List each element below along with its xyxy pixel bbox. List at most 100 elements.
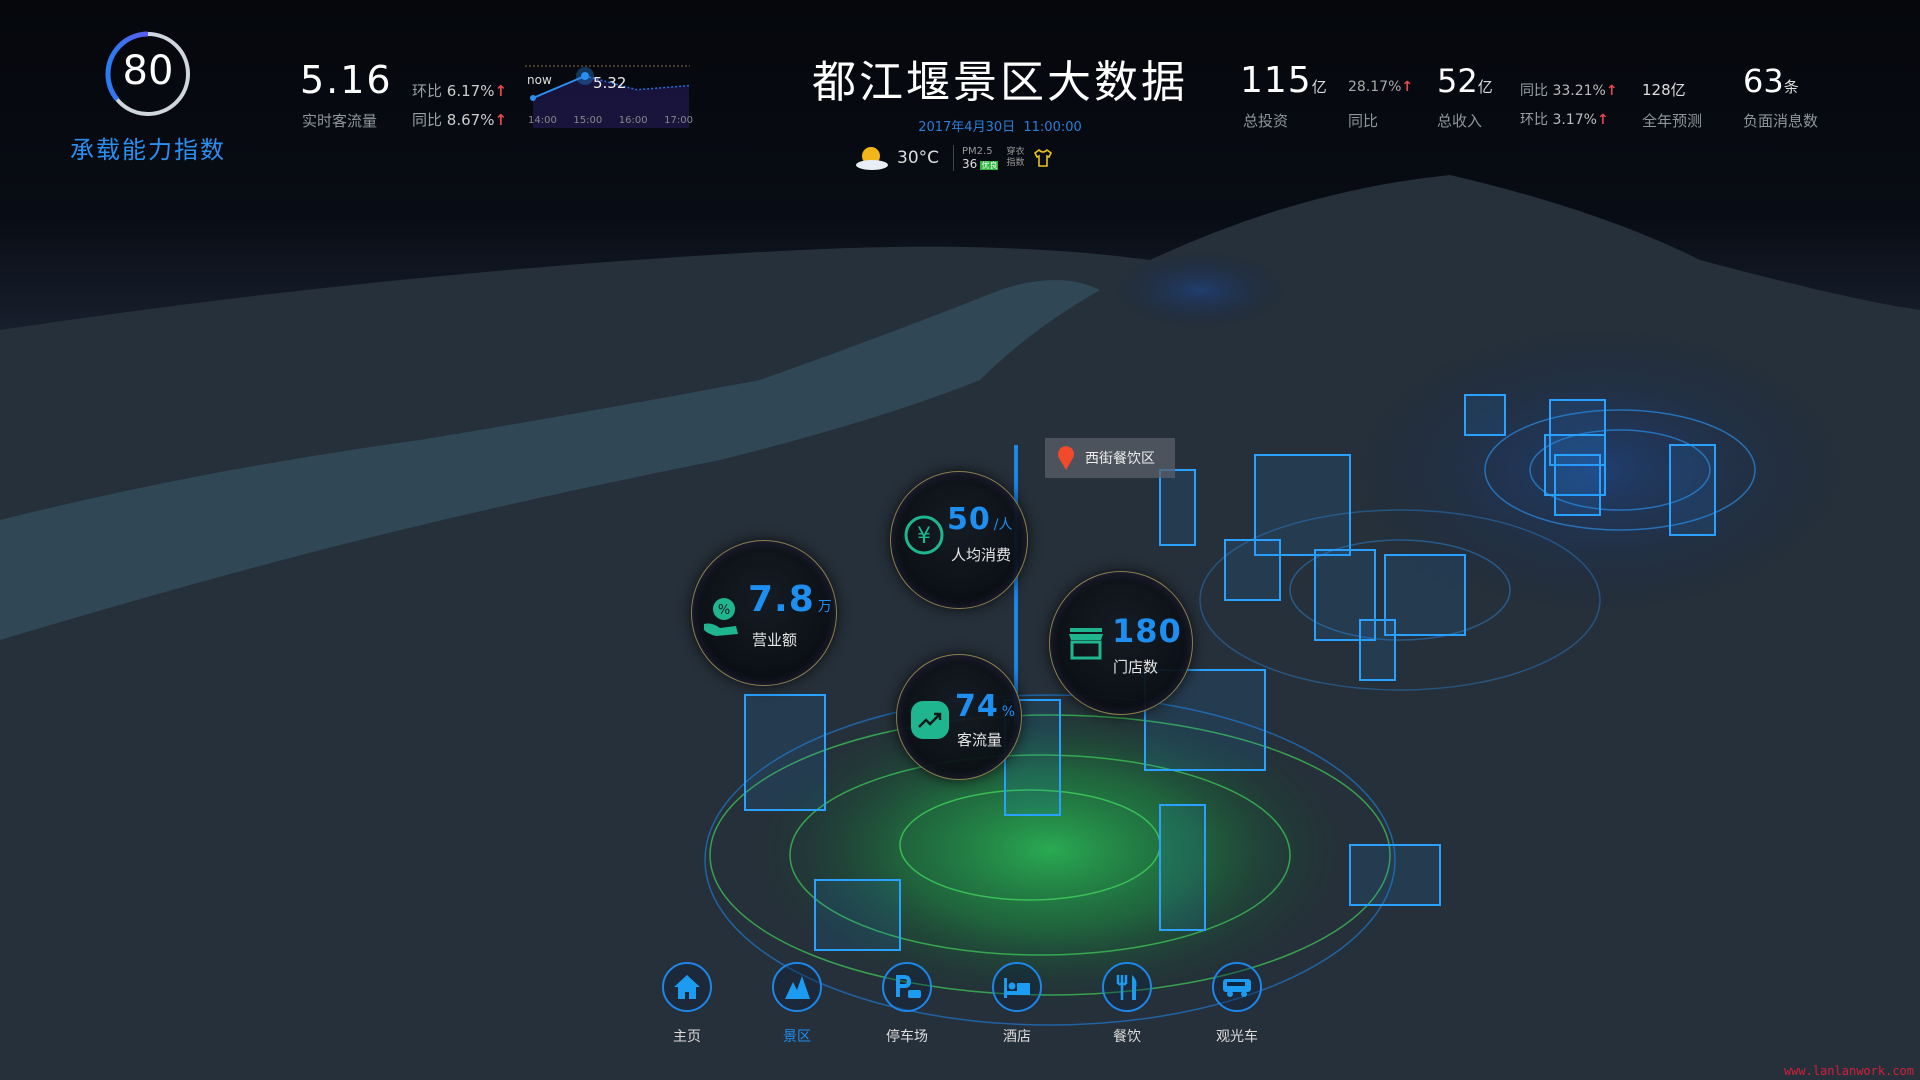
unit: 亿 [1477,78,1493,96]
capacity-value: 80 [122,48,174,94]
spark-point [530,95,536,101]
nav-home[interactable]: 主页 [632,962,742,1046]
income-stat: 52亿 [1437,62,1493,100]
capacity-label: 承载能力指数 [70,136,226,164]
investment-label: 总投资 [1243,112,1289,130]
spark-area [533,76,689,128]
income-hb: 环比 3.17%↑ [1520,109,1609,129]
traffic-label: 客流量 [957,731,1003,749]
money-hand-icon: % [704,598,738,636]
poi-label[interactable]: 西街餐饮区 [1045,438,1175,478]
investment-stat: 115亿 [1240,60,1328,101]
stores-bubble[interactable]: 180 门店数 [1049,571,1193,715]
per-capita-unit: /人 [993,517,1013,533]
pm25: PM2.5 36 优良 [962,145,999,172]
hb-value: 3.17% [1552,112,1597,128]
up-arrow-icon: ↑ [1605,83,1618,99]
investment-yoy: 28.17%↑ [1348,79,1413,95]
up-arrow-icon: ↑ [494,111,508,129]
fork-knife-icon [1116,975,1137,1000]
time-tick: 15:00 [573,115,603,126]
nav-label: 观光车 [1216,1029,1258,1045]
capacity-gauge: 80 [102,28,194,120]
revenue-unit: 万 [817,599,832,615]
traffic-bubble[interactable]: 74 % 客流量 [896,654,1022,780]
nav-label: 主页 [673,1029,701,1045]
visitor-sparkline [525,65,690,128]
spark-now-label: now [527,73,552,87]
income-tb: 同比 33.21%↑ [1520,80,1618,100]
time-tick: 16:00 [618,115,648,126]
up-arrow-icon: ↑ [1596,112,1609,128]
visitor-count: 5.16 [300,58,393,102]
negative-stat: 63条 [1743,62,1799,100]
page-title: 都江堰景区大数据 [812,57,1188,108]
revenue-label: 营业额 [752,631,798,649]
revenue-value: 7.8 [748,579,815,620]
time-tick: 17:00 [664,115,693,126]
hb-value: 6.17% [446,82,495,100]
investment-value: 115 [1240,60,1312,101]
unit: 条 [1783,78,1799,96]
stores-label: 门店数 [1113,658,1159,676]
map-pin-icon [1058,446,1074,470]
hb-label: 环比 [412,82,443,100]
store-icon [1069,628,1103,660]
time-tick: 14:00 [528,115,557,126]
income-label: 总收入 [1437,112,1483,130]
spark-line [532,75,586,99]
temperature: 30°C [897,148,940,168]
nav-label: 景区 [783,1029,811,1045]
stores-value: 180 [1112,612,1182,650]
tb-label: 同比 [412,111,443,129]
nav-shuttle[interactable]: 观光车 [1182,962,1292,1046]
hb-label: 环比 [1520,112,1548,128]
visitor-tb: 同比 8.67%↑ [412,109,507,130]
forecast-label: 全年预测 [1642,112,1703,130]
dress-index: 穿衣指数 [1006,147,1024,169]
yen-icon: ¥ [904,515,944,555]
shirt-icon [1033,148,1052,167]
revenue-bubble[interactable]: % 7.8 万 营业额 [691,540,837,686]
poi-name: 西街餐饮区 [1085,451,1155,467]
datetime: 2017年4月30日 11:00:00 [918,120,1082,135]
up-arrow-icon: ↑ [1401,79,1414,95]
tb-label: 同比 [1520,83,1548,99]
parking-icon [896,975,921,998]
nav-dining[interactable]: 餐饮 [1072,962,1182,1046]
nav-parking[interactable]: 停车场 [852,962,962,1046]
nav-label: 酒店 [1003,1029,1031,1045]
bed-icon [1004,978,1030,998]
per-capita-bubble[interactable]: ¥ 50 /人 人均消费 [890,471,1028,609]
spark-point [581,72,589,80]
forecast-value: 128亿 [1642,81,1686,99]
dress-label: 指数 [1006,158,1025,168]
yoy-label: 同比 [1348,112,1379,130]
pm-label: PM2.5 [962,145,993,157]
yoy-value: 28.17% [1348,79,1402,95]
tb-value: 33.21% [1552,83,1606,99]
mountain-icon [785,976,810,999]
home-icon [674,975,700,999]
income-value: 52 [1437,62,1478,100]
nav-scenic[interactable]: 景区 [742,962,852,1046]
visitor-label: 实时客流量 [302,112,378,130]
traffic-value: 74 [955,689,999,724]
nav-label: 餐饮 [1113,1029,1141,1045]
watermark: www.lanlanwork.com [1783,1064,1914,1078]
pm-value: 36 [962,156,978,171]
spark-peak-label: 5.32 [593,74,627,92]
svg-text:%: % [718,603,730,618]
dress-label: 穿衣 [1006,147,1025,157]
nav-hotel[interactable]: 酒店 [962,962,1072,1046]
nav-label: 停车场 [886,1029,928,1045]
unit: 亿 [1311,78,1328,96]
sun-cloud-icon [856,147,888,170]
tb-value: 8.67% [446,111,495,129]
visitor-hb: 环比 6.17%↑ [412,80,507,101]
pm-badge: 优良 [980,160,999,170]
negative-value: 63 [1743,62,1784,100]
gauge-ring-icon [105,31,191,117]
spark-forecast-line [584,75,690,91]
